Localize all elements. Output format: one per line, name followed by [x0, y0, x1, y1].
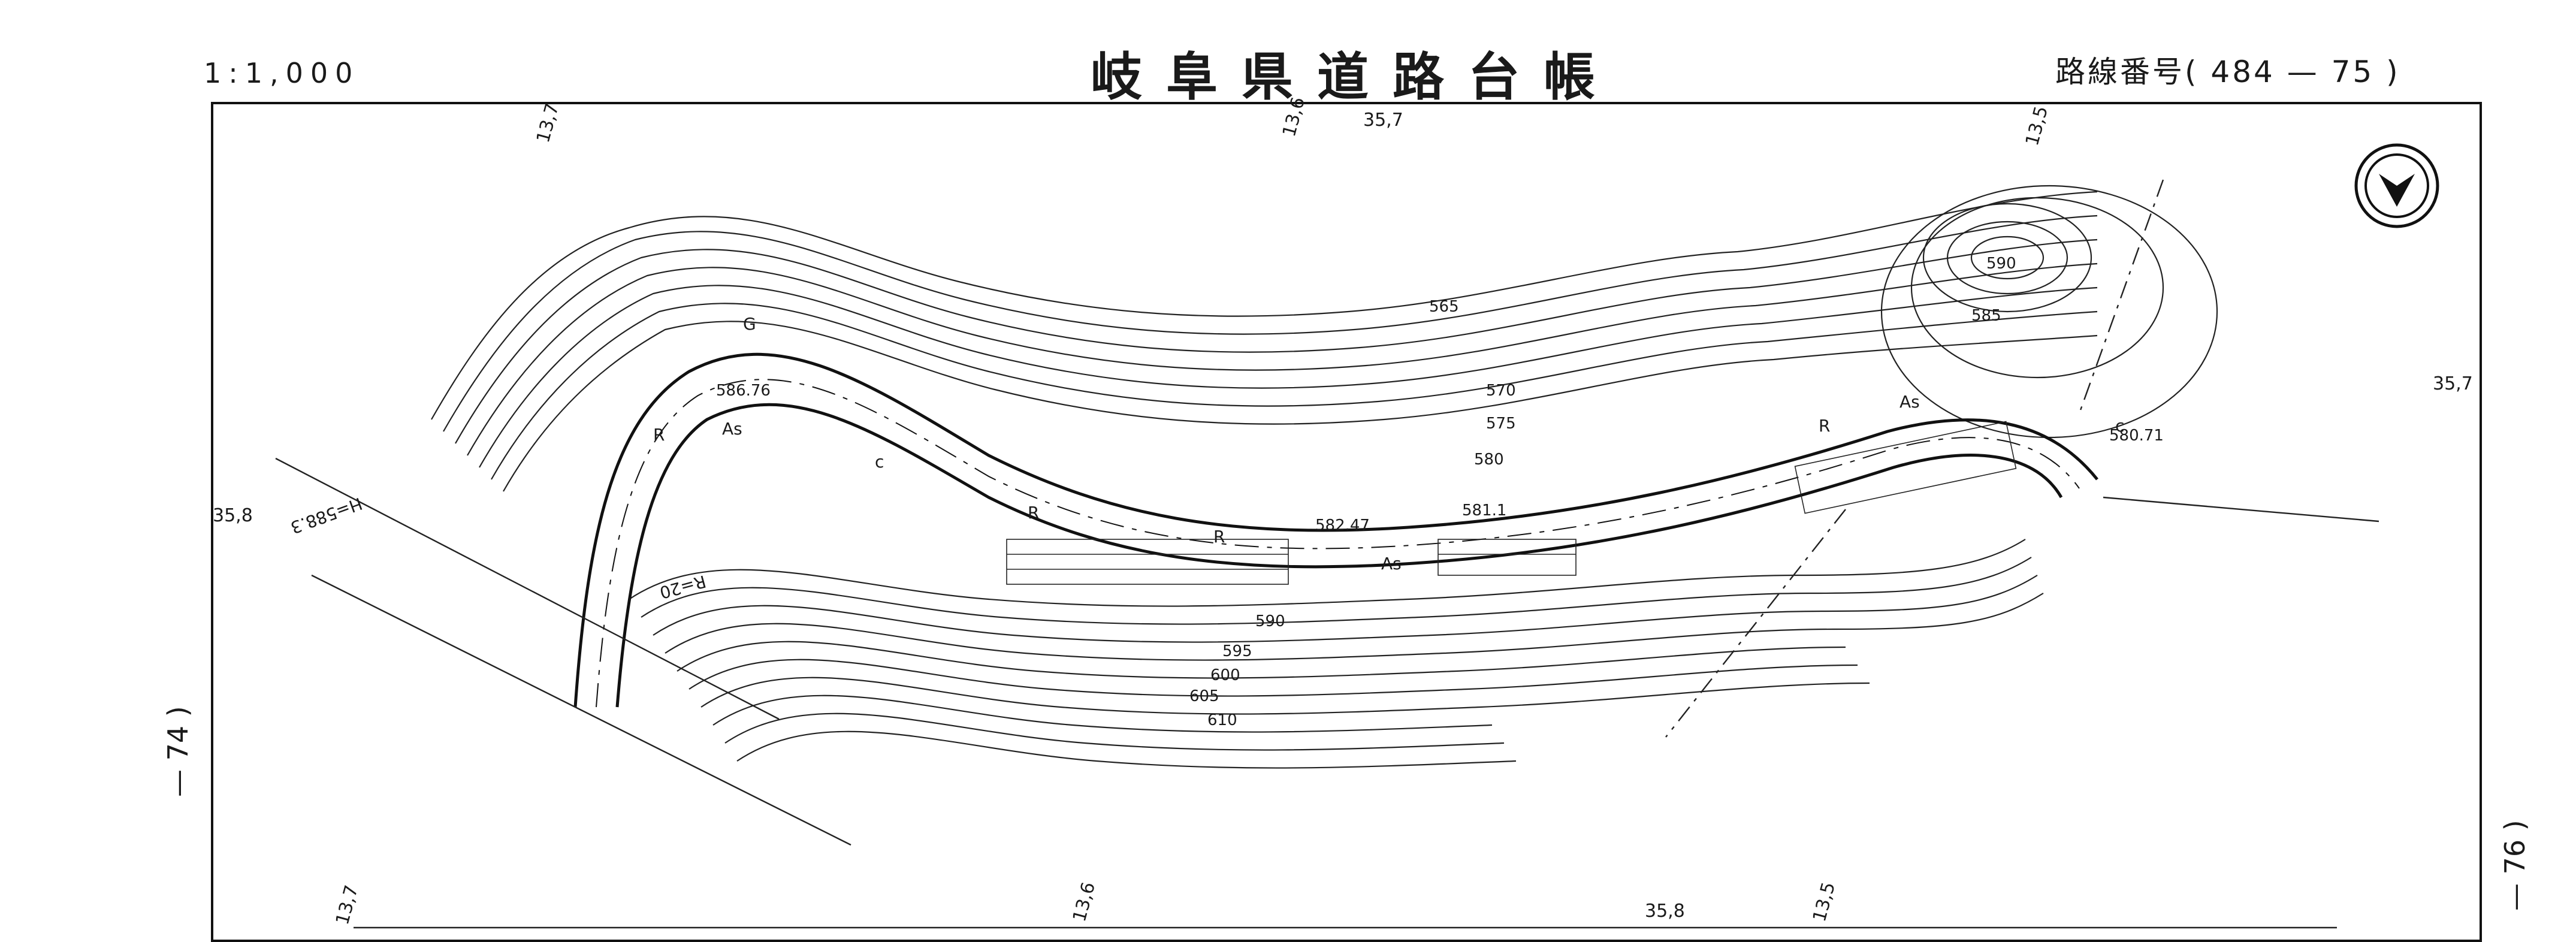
contour-label: 590	[1255, 612, 1285, 630]
contour-labels: 565 570 575 580 585 590 590 595 600 605 …	[1189, 255, 2016, 729]
grid-ref: 35,7	[2433, 373, 2473, 394]
map-title: 岐阜県道路台帳	[1091, 47, 1619, 107]
boundary-lines	[275, 179, 2379, 929]
contour-label: 605	[1189, 687, 1219, 705]
grid-ref: 13,5	[2022, 104, 2052, 148]
contour-label: 570	[1486, 382, 1516, 400]
height-label: H=588.3	[288, 493, 364, 538]
road-alignment	[573, 352, 2098, 708]
spot-elevations: 586.76 582.47 581.1 580.71	[716, 382, 2164, 535]
grid-ref: 35,8	[1645, 901, 1685, 922]
surface-label: As	[1899, 392, 1920, 412]
contour-label: 580	[1474, 451, 1504, 469]
grid-ref: 13,6	[1279, 95, 1309, 139]
grid-ref: 13,6	[1069, 880, 1100, 924]
elevation-label: 582.47	[1315, 517, 1370, 535]
contour-label: 595	[1222, 642, 1252, 660]
map-frame	[211, 102, 2482, 942]
elevation-label: 580.71	[2109, 427, 2164, 445]
north-arrow-icon	[2354, 143, 2439, 228]
grid-ref: 13,5	[1809, 880, 1840, 924]
contour-label: 565	[1429, 298, 1459, 316]
road-mark: R	[1819, 416, 1830, 436]
surface-label: As	[722, 419, 742, 439]
elevation-label: 581.1	[1462, 502, 1506, 520]
contour-lines	[431, 185, 2218, 769]
road-mark: c	[875, 452, 884, 472]
road-mark: R	[1028, 503, 1039, 523]
grid-ref: 35,8	[213, 505, 253, 526]
contour-label: 585	[1971, 307, 2001, 325]
elevation-label: 586.76	[716, 382, 771, 400]
contour-label: 590	[1986, 255, 2016, 273]
road-mark: c	[2115, 416, 2124, 436]
grid-ref: 35,7	[1363, 110, 1403, 131]
grid-ref: 13,7	[533, 101, 563, 145]
contour-label: 610	[1207, 711, 1237, 729]
contour-label: 600	[1210, 666, 1240, 684]
contour-label: 575	[1486, 415, 1516, 433]
grid-references: 13,7 13,6 35,7 13,5 35,8 35,7 13,7 13,6 …	[213, 95, 2473, 927]
map-scale: 1:1,000	[204, 57, 360, 89]
route-number: 路線番号( 484 — 75 )	[2055, 55, 2400, 89]
road-mark: R	[653, 425, 665, 445]
grid-ref: 13,7	[332, 883, 363, 927]
surface-label: As	[1381, 554, 1402, 573]
guardrail-mark: G	[743, 314, 756, 334]
road-mark: R	[1213, 527, 1225, 547]
retaining-walls	[1006, 421, 2017, 585]
